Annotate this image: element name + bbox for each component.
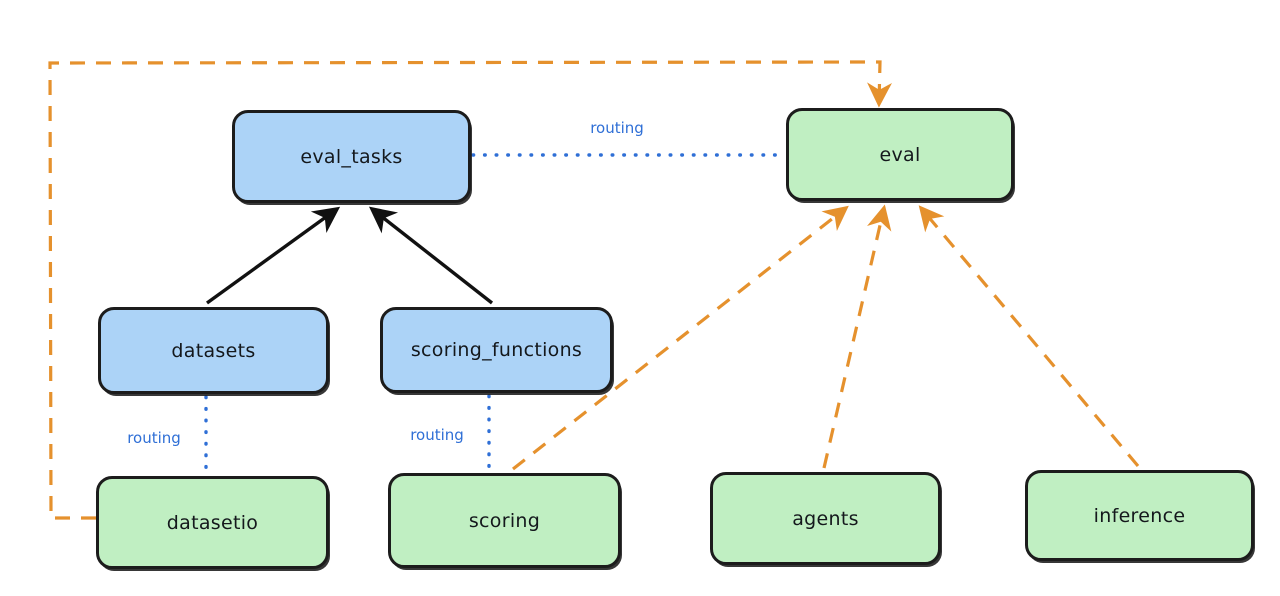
edge-datasets-evaltasks — [206, 206, 341, 305]
edge-label-routing-datasets-datasetio: routing — [127, 429, 181, 447]
node-label: scoring_functions — [410, 339, 583, 361]
node-eval-tasks[interactable]: eval_tasks — [232, 110, 471, 203]
edge-scoring-eval — [512, 205, 849, 471]
node-scoring[interactable]: scoring — [388, 473, 621, 568]
edge-agents-eval — [822, 204, 892, 469]
node-label: agents — [792, 507, 859, 530]
edge-inference-eval — [918, 205, 1140, 468]
edge-label-routing-evaltasks-eval: routing — [590, 119, 644, 137]
node-agents[interactable]: agents — [710, 472, 941, 565]
node-label: datasets — [171, 339, 256, 362]
node-label: eval_tasks — [300, 145, 403, 168]
node-datasetio[interactable]: datasetio — [96, 476, 329, 569]
node-scoring-functions[interactable]: scoring_functions — [380, 307, 613, 393]
node-datasets[interactable]: datasets — [98, 307, 329, 394]
node-inference[interactable]: inference — [1025, 470, 1254, 561]
node-label: inference — [1093, 504, 1186, 527]
edge-label-routing-scoringfunctions-scoring: routing — [410, 426, 464, 444]
edge-datasetio-eval — [48, 60, 892, 520]
node-eval[interactable]: eval — [786, 108, 1014, 201]
edge-scoringfunctions-evaltasks — [368, 206, 494, 305]
node-label: scoring — [468, 509, 541, 532]
node-label: eval — [879, 143, 921, 166]
node-label: datasetio — [166, 511, 259, 534]
